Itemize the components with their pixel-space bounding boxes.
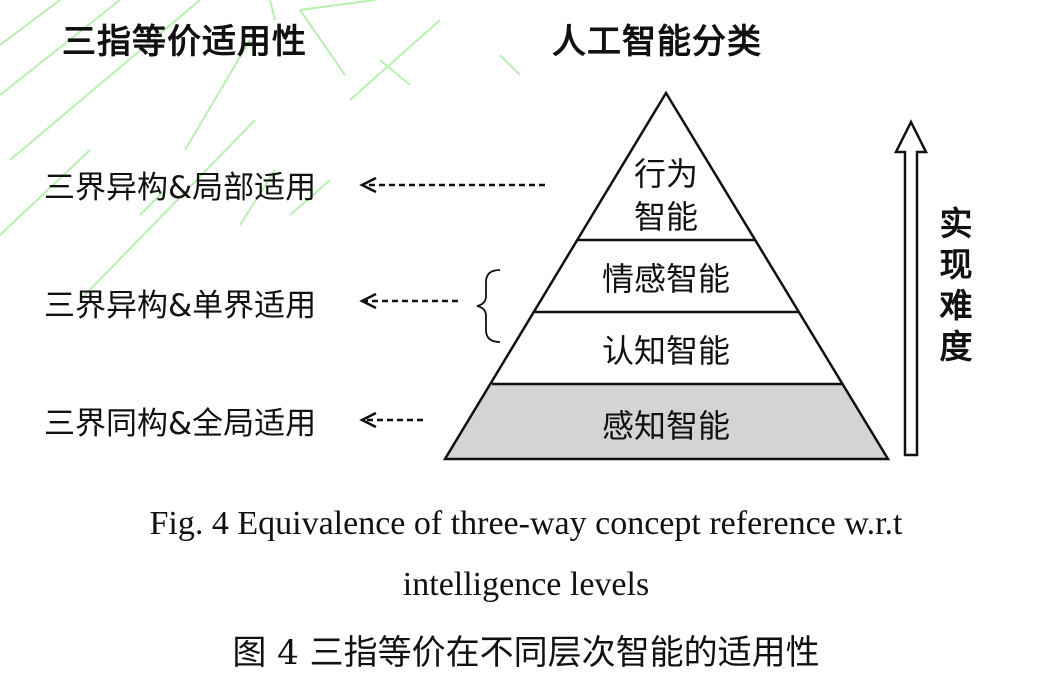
label-global-applicability: 三界同构&全局适用 bbox=[44, 406, 317, 442]
arrowhead-middle bbox=[359, 292, 377, 310]
caption-english-line-2: intelligence levels bbox=[402, 566, 650, 603]
level-label-cognition: 认知智能 bbox=[602, 332, 730, 370]
label-single-realm-applicability: 三界异构&单界适用 bbox=[44, 288, 317, 324]
pyramid-level-perception bbox=[445, 384, 888, 459]
side-label-char-1: 实 bbox=[940, 204, 973, 243]
curly-brace bbox=[476, 269, 501, 343]
pyramid-outline bbox=[442, 90, 891, 461]
arrowhead-top bbox=[359, 176, 377, 194]
level-label-behavior-1: 行为 bbox=[634, 155, 698, 193]
difficulty-arrow-icon bbox=[893, 119, 929, 457]
side-label-char-3: 难 bbox=[940, 286, 973, 325]
right-column-title: 人工智能分类 bbox=[552, 22, 762, 62]
arrowhead-bottom bbox=[359, 411, 377, 429]
label-local-applicability: 三界异构&局部适用 bbox=[44, 170, 317, 206]
level-label-emotion: 情感智能 bbox=[602, 260, 730, 298]
side-label-char-4: 度 bbox=[940, 327, 973, 366]
level-label-behavior-2: 智能 bbox=[634, 198, 698, 236]
left-column-title: 三指等价适用性 bbox=[62, 22, 307, 62]
level-label-perception: 感知智能 bbox=[602, 407, 730, 445]
side-label-char-2: 现 bbox=[940, 245, 973, 284]
caption-english-line-1: Fig. 4 Equivalence of three-way concept … bbox=[149, 505, 903, 542]
caption-chinese: 图 4 三指等价在不同层次智能的适用性 bbox=[232, 633, 820, 673]
